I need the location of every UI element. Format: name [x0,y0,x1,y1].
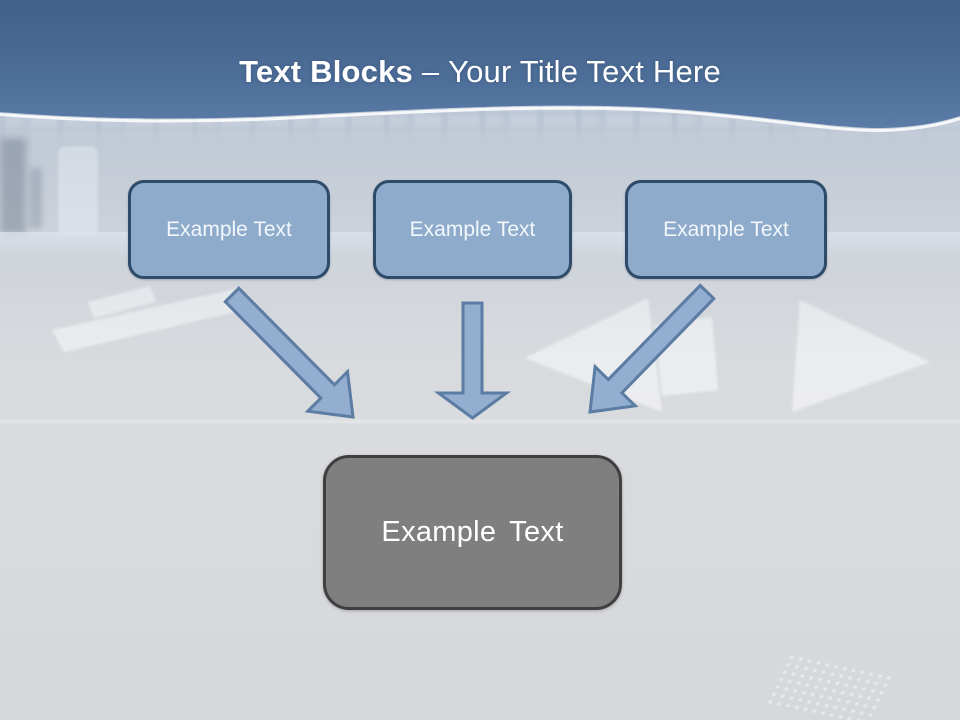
road-lane-arrow-left [52,288,252,352]
road-lane-arrow-right [792,300,930,412]
arrow-down-left-icon [588,283,716,414]
background-dark-figure [30,168,42,228]
arrow-down-right-icon [223,286,355,419]
road-lane-arrow-center [525,298,662,412]
text-block-3: Example Text [625,180,827,279]
text-block-1-label: Example Text [166,217,292,241]
header-wave-highlight [0,106,960,133]
road-seam-line [0,420,960,423]
background-guard-booth [58,146,98,234]
text-block-3-label: Example Text [663,217,789,241]
crosswalk-dots-patch [763,652,897,720]
road-lane-arrow-center-tail [655,317,718,396]
summary-block: Example Text [323,455,622,610]
arrow-down-icon [433,301,512,420]
road-lane-arrow-left-bar [88,286,156,318]
text-block-2-label: Example Text [409,217,536,241]
background-dark-figure [0,138,26,234]
slide-title-keyword: Text Blocks [239,54,413,89]
text-block-1: Example Text [128,180,330,279]
slide-title: Text Blocks – Your Title Text Here [0,50,960,94]
slide-title-separator: – [413,54,449,89]
slide-title-text: Your Title Text Here [448,54,721,89]
text-block-2: Example Text [373,180,572,279]
road-lane-line [610,318,646,402]
summary-block-label: Example Text [381,516,564,548]
